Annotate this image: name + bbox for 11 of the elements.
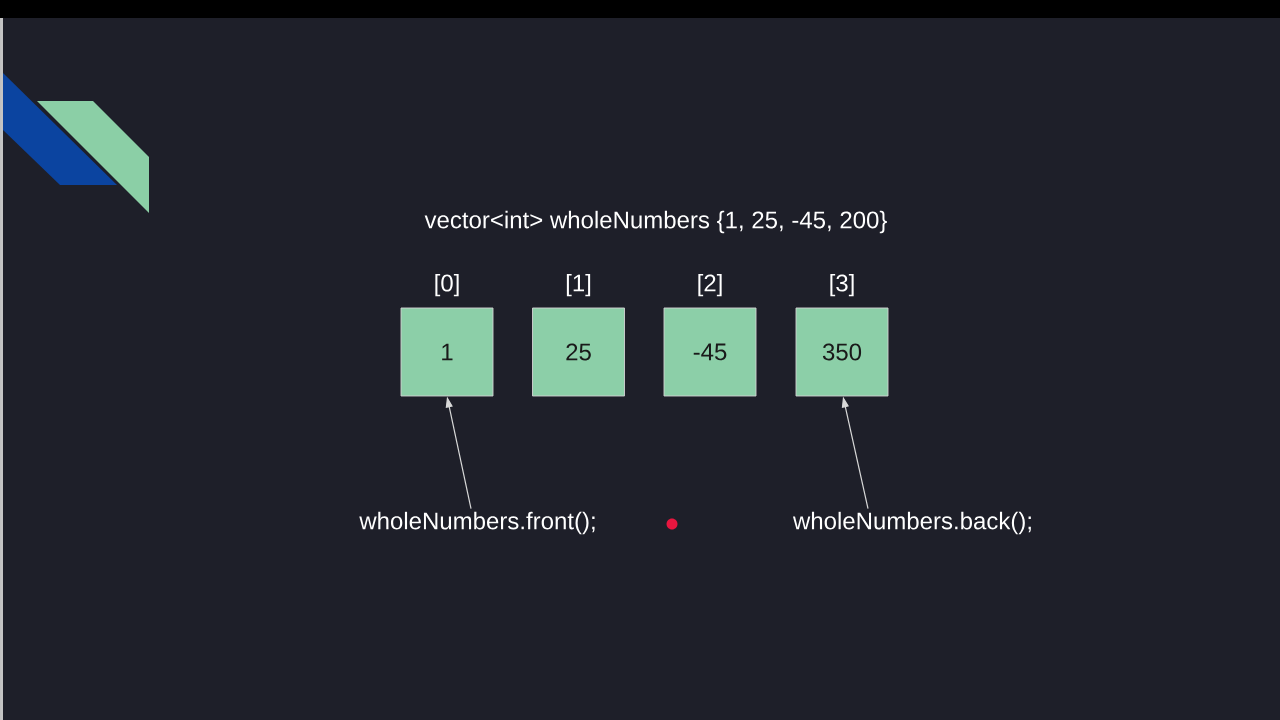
- element-box: 350: [795, 307, 889, 397]
- index-label: [2]: [698, 273, 722, 297]
- element-box: 1: [400, 307, 494, 397]
- index-label: [3]: [830, 273, 854, 297]
- index-label: [1]: [566, 273, 591, 297]
- code-label: wholeNumbers.back();: [792, 511, 1031, 535]
- element-box: -45: [663, 307, 757, 397]
- element-box: 25: [532, 307, 625, 397]
- index-label: [0]: [435, 273, 459, 297]
- title: vector<int> wholeNumbers {1, 25, -45, 200}: [424, 210, 887, 234]
- code-label: wholeNumbers.front();: [359, 511, 595, 535]
